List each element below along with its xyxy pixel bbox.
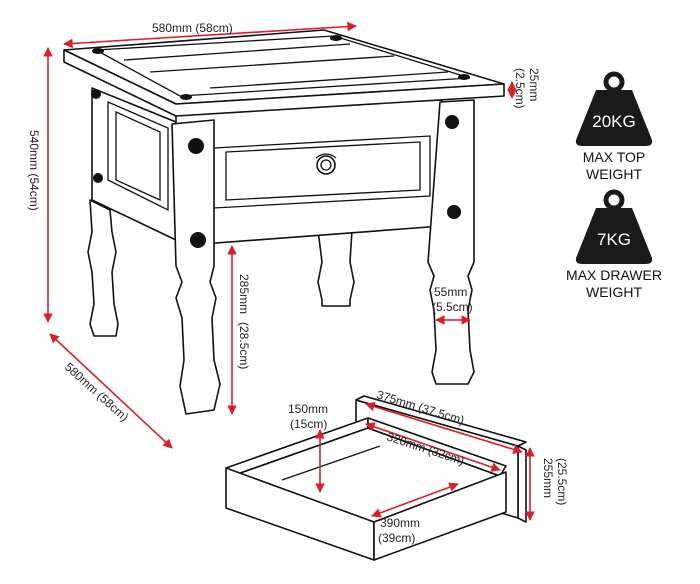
- front-left-leg: [171, 119, 221, 415]
- max-top-caption-line1: MAX TOP: [583, 149, 646, 165]
- drawer-illustration: [225, 395, 527, 561]
- max-top-weight-value: 20KG: [592, 112, 635, 131]
- depth-label: 580mm (58cm): [62, 360, 131, 424]
- drawer-base-line: [281, 445, 381, 481]
- front-right-leg: [427, 99, 475, 385]
- under-drawer-mm-label: 285mm: [237, 274, 251, 314]
- drawer-width-cm-label: (39cm): [378, 531, 415, 545]
- leg-cm-label: (5.5cm): [432, 300, 473, 314]
- max-top-caption-line2: WEIGHT: [586, 166, 642, 182]
- top-width-line: [63, 21, 357, 49]
- max-drawer-weight-value: 7KG: [597, 230, 631, 249]
- top-width-label: 580mm (58cm): [152, 21, 233, 35]
- top-thickness-cm-label: (2.5cm): [513, 68, 527, 109]
- drawer-front-board: [517, 445, 527, 523]
- drawer-width-mm-label: 390mm: [380, 516, 420, 530]
- drawer-front-cm-label: (25.5cm): [555, 458, 569, 505]
- weight-icon: [575, 71, 653, 146]
- height-label: 540mm (54cm): [27, 130, 41, 211]
- drawer-front-mm-label: 255mm: [541, 458, 555, 498]
- max-drawer-caption-line1: MAX DRAWER: [566, 267, 662, 283]
- drawer-height-mm-label: 150mm: [288, 402, 328, 416]
- drawer-depth-inner-line: [365, 422, 501, 472]
- drawer-front-panel: [225, 141, 421, 201]
- left-rear-leg: [87, 199, 119, 337]
- table-top-planks: [93, 35, 471, 97]
- weight-icon: [575, 189, 653, 264]
- side-table-illustration: [63, 29, 505, 415]
- max-top-weight-badge: 20KG MAX TOP WEIGHT: [575, 71, 653, 182]
- top-thickness-mm-label: 25mm: [527, 68, 541, 101]
- side-panel-frame: [107, 101, 169, 212]
- max-drawer-caption-line2: WEIGHT: [586, 284, 642, 300]
- drawer-height-cm-label: (15cm): [290, 417, 327, 431]
- dimension-lines: [43, 21, 535, 521]
- leg-mm-label: 55mm: [434, 285, 467, 299]
- drawer-width-line: [371, 482, 459, 518]
- table-top-edge: [63, 49, 505, 117]
- depth-line: [49, 333, 173, 449]
- back-leg: [317, 229, 355, 307]
- drawer-knob-icon: [315, 153, 337, 175]
- side-panel-inner: [115, 110, 161, 202]
- front-apron: [175, 99, 443, 247]
- bolt-holes: [91, 89, 461, 248]
- max-drawer-weight-badge: 7KG MAX DRAWER WEIGHT: [566, 189, 662, 300]
- under-drawer-cm-label: (28.5cm): [237, 322, 251, 369]
